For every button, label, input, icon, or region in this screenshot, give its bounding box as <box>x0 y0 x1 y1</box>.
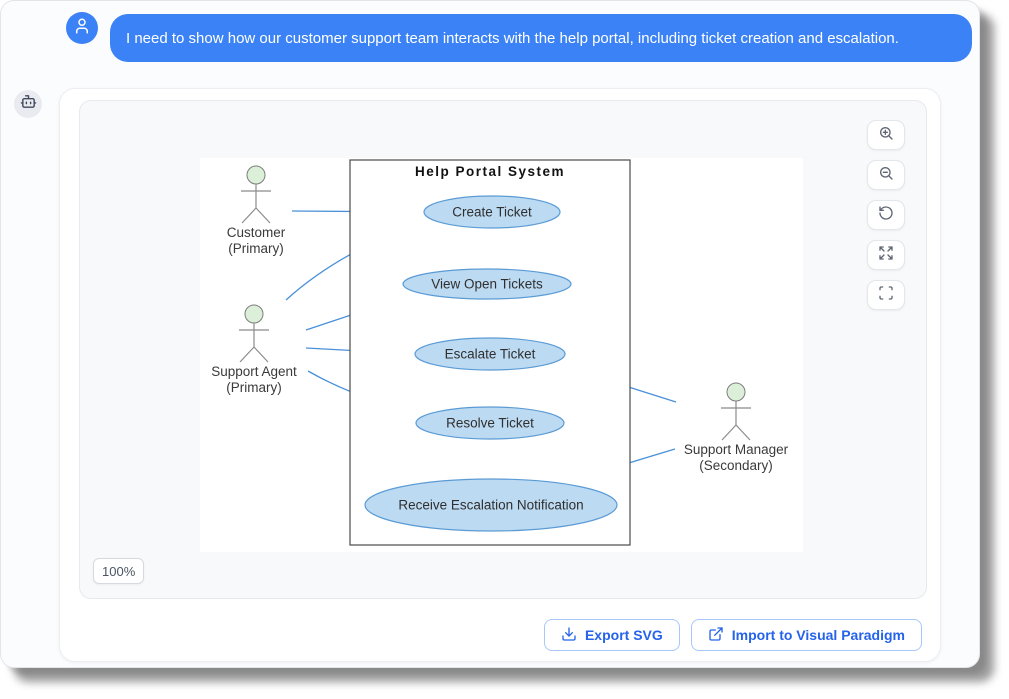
usecase-ellipse <box>414 337 566 371</box>
app-window: I need to show how our customer support … <box>0 0 980 668</box>
expand-icon <box>878 245 894 266</box>
actor-head <box>246 165 266 185</box>
canvas-controls <box>867 120 905 310</box>
usecase-label: Escalate Ticket <box>445 347 536 362</box>
usecase-ellipse <box>415 406 565 440</box>
zoom-out-button[interactable] <box>867 160 905 190</box>
actor-figure <box>721 401 751 441</box>
actor-head <box>726 382 746 402</box>
fullscreen-icon <box>878 285 894 306</box>
export-svg-label: Export SVG <box>584 627 663 643</box>
actor-role: (Primary) <box>226 380 282 395</box>
actor-name: Support Agent <box>211 364 297 379</box>
zoom-in-button[interactable] <box>867 120 905 150</box>
import-visual-paradigm-label: Import to Visual Paradigm <box>731 627 905 643</box>
usecase-label: Resolve Ticket <box>446 416 534 431</box>
zoom-out-icon <box>878 165 894 186</box>
usecase-label: Receive Escalation Notification <box>398 498 583 513</box>
expand-button[interactable] <box>867 240 905 270</box>
export-svg-button[interactable]: Export SVG <box>543 619 680 651</box>
usecase-ellipse <box>423 195 561 229</box>
actor-figure <box>241 184 271 224</box>
actor-head <box>244 304 264 324</box>
actor-name: Support Manager <box>684 442 789 457</box>
bot-icon <box>20 93 37 115</box>
usecase-ellipse <box>402 268 572 300</box>
actor-role: (Primary) <box>228 241 284 256</box>
user-message-text: I need to show how our customer support … <box>126 29 899 47</box>
actor-role: (Secondary) <box>699 458 773 473</box>
fullscreen-button[interactable] <box>867 280 905 310</box>
system-title: Help Portal System <box>415 164 565 179</box>
usecase-label: View Open Tickets <box>431 277 543 292</box>
rotate-ccw-icon <box>878 205 894 226</box>
footer-actions: Export SVG Import to Visual Paradigm <box>60 619 922 651</box>
zoom-level-text: 100% <box>102 563 136 579</box>
user-avatar <box>66 12 98 44</box>
usecase-ellipse <box>364 478 618 532</box>
download-icon <box>561 626 577 645</box>
user-message-bubble: I need to show how our customer support … <box>110 14 972 62</box>
actor-name: Customer <box>227 225 286 240</box>
import-visual-paradigm-button[interactable]: Import to Visual Paradigm <box>690 619 922 651</box>
external-link-icon <box>708 626 724 645</box>
zoom-in-icon <box>878 125 894 146</box>
bot-avatar <box>14 90 42 118</box>
reset-view-button[interactable] <box>867 200 905 230</box>
usecase-label: Create Ticket <box>452 205 532 220</box>
user-icon <box>73 17 91 40</box>
zoom-level-badge[interactable]: 100% <box>93 558 145 584</box>
actor-figure <box>239 323 269 363</box>
